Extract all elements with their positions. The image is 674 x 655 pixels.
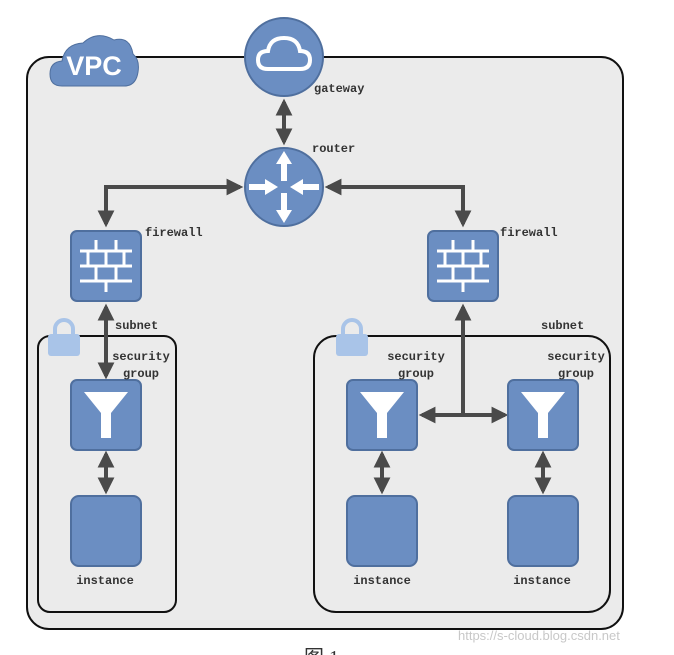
brick-wall-icon: [80, 240, 132, 292]
watermark: https://s-cloud.blog.csdn.net: [458, 628, 620, 643]
gateway-label: gateway: [314, 82, 364, 96]
filter-icon: [360, 392, 404, 438]
vpc-cloud-icon: VPC: [49, 35, 139, 87]
firewall-node-left: [70, 230, 142, 302]
sg-label-mid-2: group: [398, 367, 434, 381]
security-group-left: [70, 379, 142, 451]
sg-label-right-1: security: [547, 350, 605, 364]
vpc-label: VPC: [66, 51, 122, 81]
filter-icon: [521, 392, 565, 438]
firewall-label-left: firewall: [145, 226, 203, 240]
router-arrows-icon: [249, 151, 319, 223]
cloud-icon: [255, 35, 313, 71]
subnet-label-right: subnet: [541, 319, 584, 333]
subnet-label-left: subnet: [115, 319, 158, 333]
figure-caption: 图 1: [304, 647, 339, 655]
firewall-node-right: [427, 230, 499, 302]
instance-label-left: instance: [76, 574, 134, 588]
instance-node-mid: [346, 495, 418, 567]
sg-label-left-2: group: [123, 367, 159, 381]
instance-node-right: [507, 495, 579, 567]
instance-label-mid: instance: [353, 574, 411, 588]
sg-label-right-2: group: [558, 367, 594, 381]
instance-label-right: instance: [513, 574, 571, 588]
arrow-router-firewall-right: [324, 178, 472, 228]
router-node: [244, 147, 324, 227]
router-label: router: [312, 142, 355, 156]
sg-label-left-1: security: [112, 350, 170, 364]
arrow-router-firewall-left: [97, 178, 244, 228]
brick-wall-icon: [437, 240, 489, 292]
firewall-label-right: firewall: [500, 226, 558, 240]
security-group-mid: [346, 379, 418, 451]
lock-icon-left: [48, 318, 80, 356]
gateway-node: [244, 17, 324, 97]
filter-icon: [84, 392, 128, 438]
instance-node-left: [70, 495, 142, 567]
security-group-right: [507, 379, 579, 451]
sg-label-mid-1: security: [387, 350, 445, 364]
lock-icon-right: [336, 318, 368, 356]
